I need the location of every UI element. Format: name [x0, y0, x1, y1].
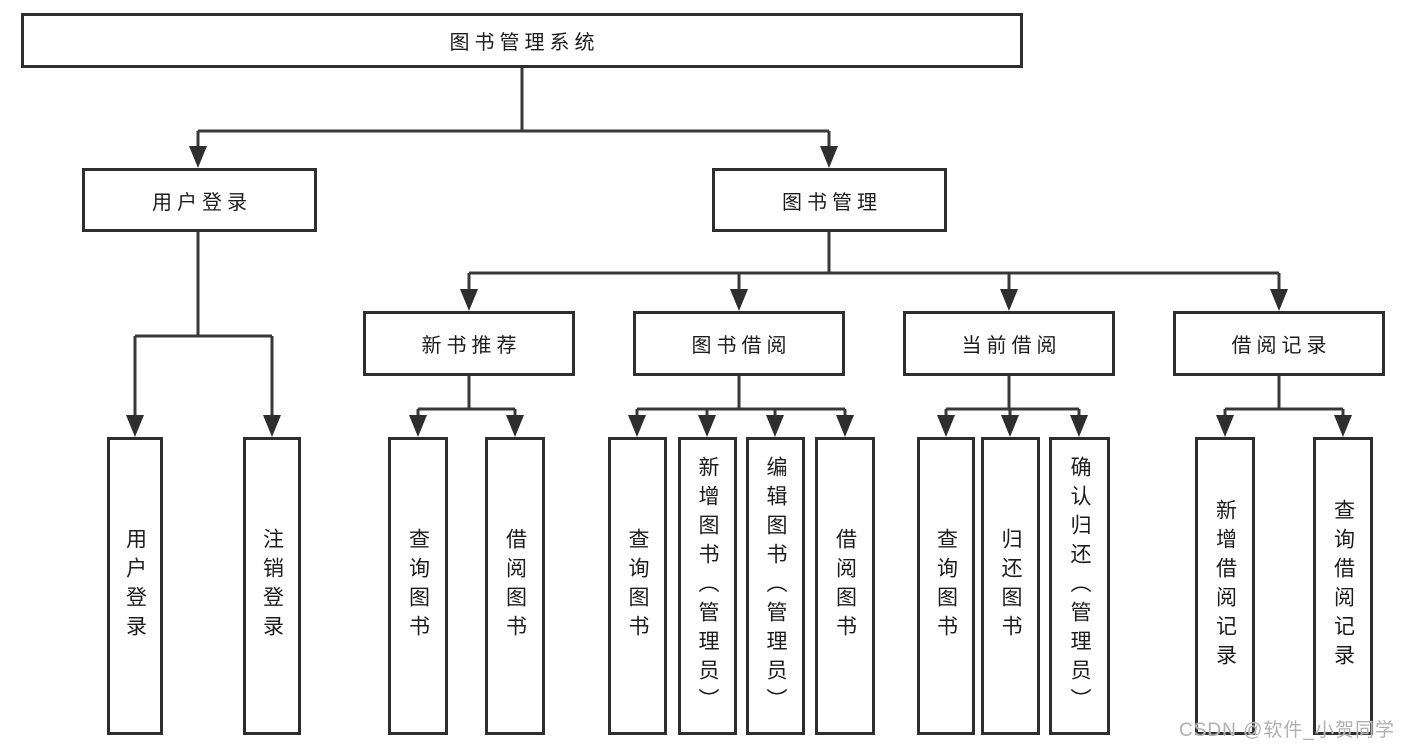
leaf-cb-query-book-label: 查询图书 [934, 528, 958, 644]
node-book-borrow: 图书借阅 [633, 311, 845, 376]
node-book-borrow-label: 图书借阅 [691, 335, 792, 357]
leaf-bb-query-book-label: 查询图书 [626, 528, 649, 644]
leaf-bb-add-book-label: 新增图书（管理员） [696, 455, 719, 717]
leaf-cb-confirm-return: 确认归还（管理员） [1049, 437, 1110, 735]
leaf-user-login-label: 用户登录 [123, 528, 147, 644]
leaf-cb-return-book-label: 归还图书 [999, 528, 1022, 644]
leaf-br-add-record-label: 新增借阅记录 [1213, 499, 1237, 673]
leaf-user-login: 用户登录 [107, 437, 163, 735]
leaf-bb-edit-book-label: 编辑图书（管理员） [764, 455, 787, 717]
node-borrow-record: 借阅记录 [1173, 311, 1385, 376]
node-new-book-recommend-label: 新书推荐 [421, 335, 522, 357]
leaf-cb-return-book: 归还图书 [981, 437, 1040, 735]
leaf-br-add-record: 新增借阅记录 [1195, 437, 1255, 735]
leaf-nb-borrow-book: 借阅图书 [485, 437, 545, 735]
leaf-cb-query-book: 查询图书 [917, 437, 975, 735]
node-current-borrow: 当前借阅 [903, 311, 1115, 376]
arrowheads [126, 146, 1352, 437]
leaf-br-query-record-label: 查询借阅记录 [1331, 499, 1355, 673]
leaf-bb-add-book: 新增图书（管理员） [678, 437, 737, 735]
leaf-nb-query-book: 查询图书 [388, 437, 448, 735]
node-book-management-label: 图书管理 [782, 191, 882, 214]
leaf-logout-label: 注销登录 [260, 528, 284, 644]
node-new-book-recommend: 新书推荐 [363, 311, 575, 376]
node-book-management: 图书管理 [712, 168, 947, 232]
leaf-logout: 注销登录 [243, 437, 301, 735]
node-root: 图书管理系统 [21, 13, 1023, 68]
leaf-br-query-record: 查询借阅记录 [1313, 437, 1373, 735]
leaf-bb-query-book: 查询图书 [608, 437, 667, 735]
csdn-watermark: CSDN @软件_小贺同学 [1179, 720, 1395, 741]
node-borrow-record-label: 借阅记录 [1231, 335, 1332, 357]
leaf-cb-confirm-return-label: 确认归还（管理员） [1068, 455, 1091, 717]
leaf-bb-borrow-book-label: 借阅图书 [833, 528, 857, 644]
leaf-bb-borrow-book: 借阅图书 [815, 437, 875, 735]
node-root-label: 图书管理系统 [449, 32, 600, 54]
leaf-nb-borrow-book-label: 借阅图书 [503, 528, 527, 644]
node-user-login: 用户登录 [82, 168, 317, 232]
node-user-login-label: 用户登录 [152, 191, 252, 214]
leaf-nb-query-book-label: 查询图书 [406, 528, 430, 644]
node-current-borrow-label: 当前借阅 [961, 335, 1062, 357]
leaf-bb-edit-book: 编辑图书（管理员） [746, 437, 805, 735]
